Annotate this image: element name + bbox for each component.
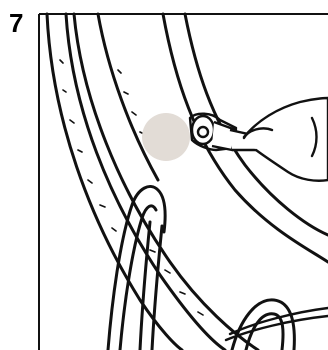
hose-loop-right bbox=[232, 300, 294, 350]
tub-ring-outlines bbox=[47, 14, 328, 350]
hand-icon bbox=[244, 98, 328, 181]
nut-disc-icon bbox=[142, 113, 190, 161]
